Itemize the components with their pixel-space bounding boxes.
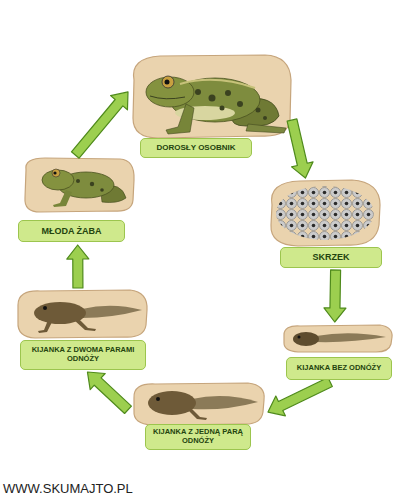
stage-name: KIJANKA BEZ ODNÓŻY — [297, 364, 381, 373]
tadpole-two-pairs-board-part — [82, 306, 142, 318]
adult-frog-board-part — [225, 90, 231, 96]
tadpole-one-pair-board — [134, 383, 264, 425]
cycle-arrow — [67, 245, 89, 288]
cycle-arrow — [324, 270, 346, 322]
stage-card: DOROSŁY OSOBNIK — [128, 52, 292, 160]
tadpole-two-pairs-board-part — [18, 290, 147, 338]
spawn-board — [271, 180, 380, 246]
young-frog-board-part — [76, 179, 80, 183]
adult-frog-board-part — [166, 104, 194, 134]
stage-label: DOROSŁY OSOBNIK — [140, 138, 252, 158]
young-frog-board-part — [90, 182, 94, 186]
stage-name: KIJANKA Z JEDNĄ PARĄ ODNÓŻY — [150, 428, 246, 445]
young-frog-board — [25, 158, 134, 212]
stage-name: MŁODA ŻABA — [41, 226, 101, 236]
tadpole-no-legs-board-part — [293, 332, 319, 346]
adult-frog-board-part — [150, 96, 185, 99]
stage-card: KIJANKA Z JEDNĄ PARĄ ODNÓŻY — [128, 378, 268, 452]
watermark: WWW.SKUMAJTO.PL — [3, 481, 133, 496]
young-frog-board-part — [25, 158, 134, 212]
tadpole-one-pair-board-part — [192, 396, 258, 409]
adult-frog-board-part — [246, 124, 286, 133]
cycle-arrow — [71, 92, 128, 158]
cycle-arrow — [287, 119, 313, 178]
tadpole-no-legs-board-part — [298, 336, 301, 339]
tadpole-one-pair-board-part — [148, 391, 196, 415]
stage-label: MŁODA ŻABA — [18, 220, 125, 242]
stage-label: SKRZEK — [280, 247, 382, 268]
tadpole-one-pair-board-part — [188, 409, 207, 420]
tadpole-two-pairs-board-part — [43, 306, 47, 310]
adult-frog-board — [133, 55, 291, 138]
young-frog-board-part — [53, 171, 56, 174]
spawn-board-part — [271, 180, 380, 246]
tadpole-no-legs-board-part — [284, 325, 392, 352]
stage-label: KIJANKA Z DWOMA PARAMI ODNÓŻY — [20, 340, 146, 370]
young-frog-board-part — [42, 170, 74, 190]
tadpole-one-pair-board-part — [134, 383, 264, 425]
tadpole-no-legs-board — [284, 325, 392, 352]
tadpole-one-pair-board-part — [156, 397, 160, 401]
adult-frog-board-part — [237, 101, 243, 107]
stage-name: SKRZEK — [312, 252, 349, 262]
stage-label: KIJANKA BEZ ODNÓŻY — [286, 357, 392, 380]
tadpole-two-pairs-board — [18, 290, 147, 338]
adult-frog-board-part — [133, 55, 291, 138]
adult-frog-board-part — [263, 116, 267, 120]
cycle-arrow — [87, 372, 131, 413]
adult-frog-board-part — [195, 89, 201, 95]
adult-frog-board-part — [209, 95, 216, 102]
adult-frog-board-part — [256, 108, 261, 113]
stage-card: MŁODA ŻABA — [16, 155, 137, 245]
adult-frog-board-part — [165, 80, 170, 85]
stage-name: KIJANKA Z DWOMA PARAMI ODNÓŻY — [25, 346, 141, 363]
young-frog-board-part — [52, 169, 60, 177]
stage-card: KIJANKA BEZ ODNÓŻY — [280, 322, 394, 382]
spawn-board-part — [276, 186, 374, 240]
stage-card: SKRZEK — [266, 178, 382, 270]
young-frog-board-part — [53, 190, 72, 207]
stage-card: KIJANKA Z DWOMA PARAMI ODNÓŻY — [14, 288, 150, 372]
tadpole-two-pairs-board-part — [34, 302, 86, 324]
stage-label: KIJANKA Z JEDNĄ PARĄ ODNÓŻY — [145, 424, 251, 450]
adult-frog-board-part — [220, 106, 225, 111]
stage-name: DOROSŁY OSOBNIK — [157, 143, 236, 152]
cycle-arrow — [268, 377, 332, 415]
adult-frog-board-part — [180, 80, 255, 88]
tadpole-no-legs-board-part — [316, 333, 386, 342]
adult-frog-board-part — [162, 76, 174, 88]
young-frog-board-part — [100, 188, 104, 192]
